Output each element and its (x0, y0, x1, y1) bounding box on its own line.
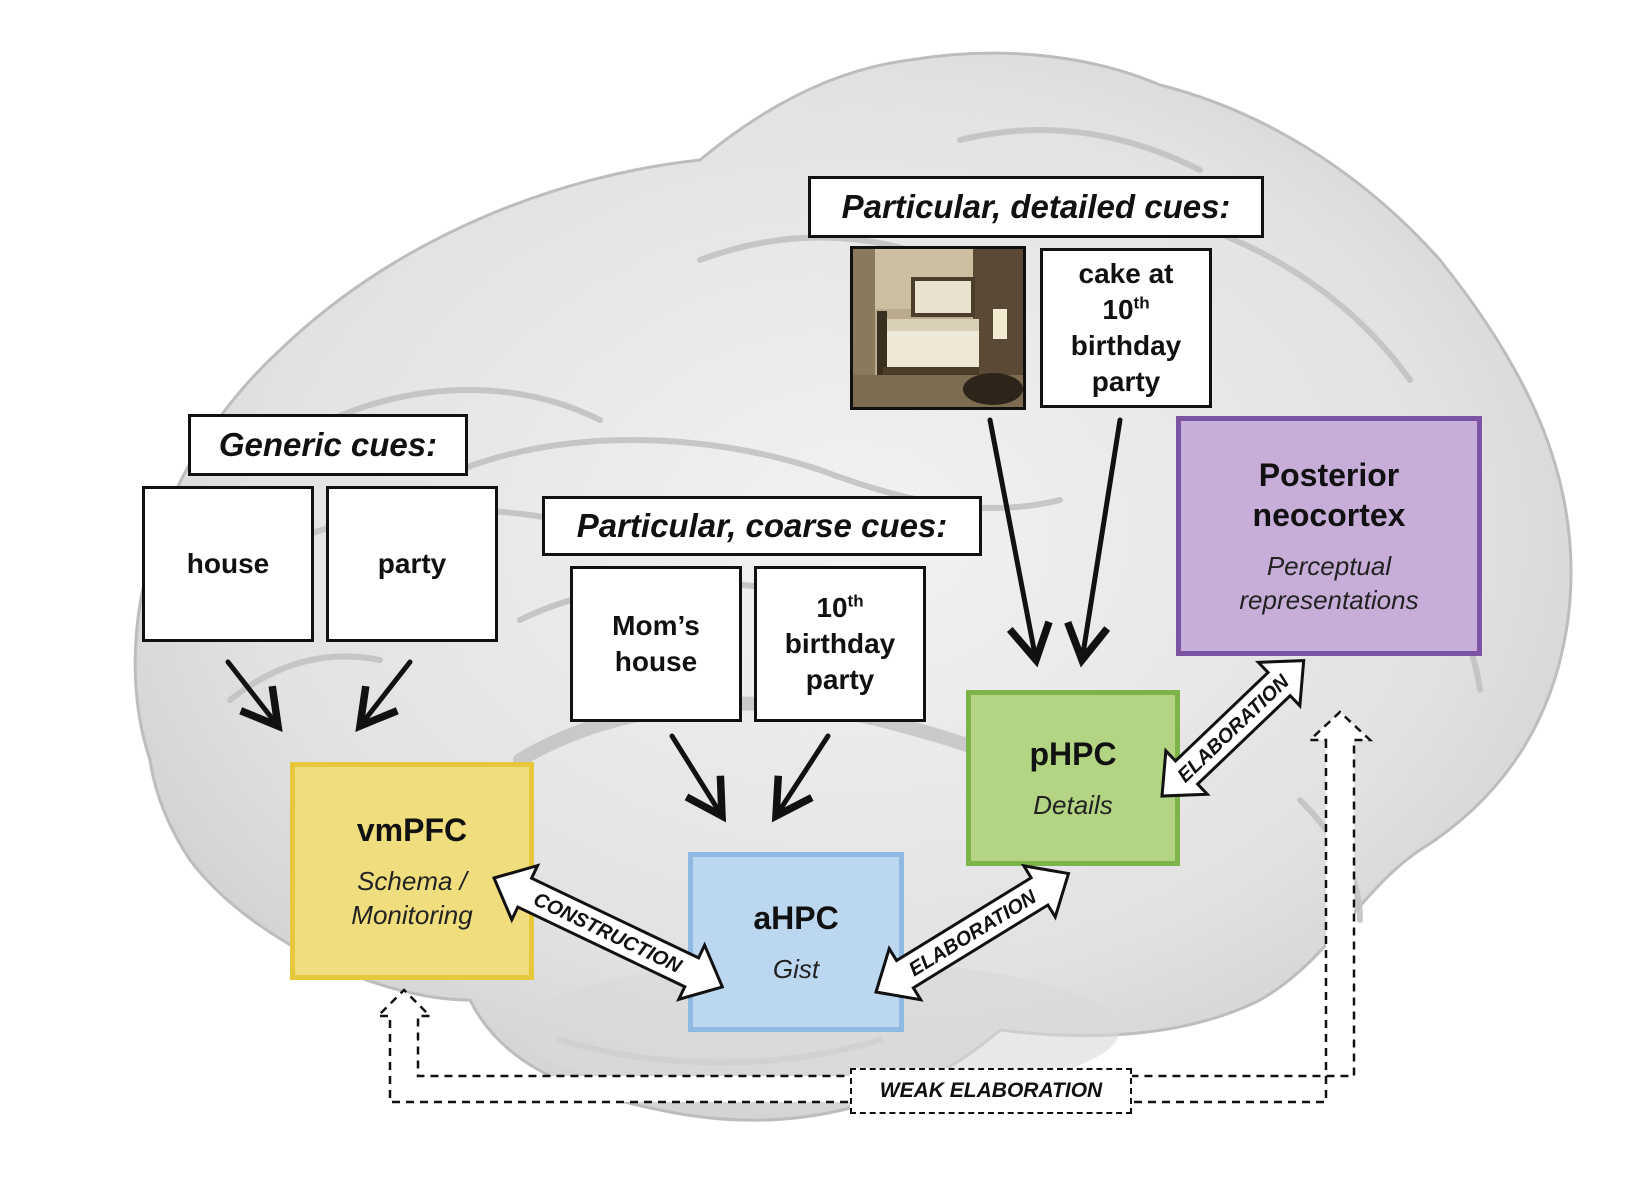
region-ahpc: aHPC Gist (688, 852, 904, 1032)
cue-10th-line3: party (805, 664, 875, 695)
vmpfc-desc: Schema / Monitoring (351, 866, 473, 930)
cue-moms-house: Mom’s house (570, 566, 742, 722)
cue-cake-line4: party (1091, 366, 1161, 397)
cue-cake-line1: cake at (1078, 258, 1174, 289)
cue-cake-line3: birthday (1070, 330, 1182, 361)
cue-cake-line2: 10th (1102, 293, 1150, 325)
cue-10th-line2: birthday (784, 628, 896, 659)
ahpc-name: aHPC (753, 900, 839, 936)
cue-party: party (326, 486, 498, 642)
region-posterior-neocortex: Posterior neocortex Perceptual represent… (1176, 416, 1482, 656)
pneo-desc: Perceptual representations (1239, 551, 1419, 615)
vmpfc-name: vmPFC (356, 812, 468, 848)
coarse-cues-title: Particular, coarse cues: (542, 496, 982, 556)
generic-cues-title: Generic cues: (188, 414, 468, 476)
bedroom-photo (850, 246, 1026, 410)
pneo-name: Posterior neocortex (1252, 457, 1406, 533)
bedroom-photo-image (853, 249, 1023, 407)
phpc-desc: Details (1033, 790, 1113, 820)
cue-party-label: party (377, 548, 447, 579)
cue-10th-line1: 10th (816, 591, 864, 623)
region-phpc: pHPC Details (966, 690, 1180, 866)
cue-moms-house-line2: house (614, 646, 698, 677)
cue-house: house (142, 486, 314, 642)
cue-cake-at-10th-birthday-party: cake at 10th birthday party (1040, 248, 1212, 408)
cue-10th-birthday-party: 10th birthday party (754, 566, 926, 722)
cue-house-label: house (186, 548, 270, 579)
phpc-name: pHPC (1029, 736, 1117, 772)
region-vmpfc: vmPFC Schema / Monitoring (290, 762, 534, 980)
cue-moms-house-line1: Mom’s (612, 610, 700, 641)
detailed-cues-title: Particular, detailed cues: (808, 176, 1264, 238)
weak-elaboration-label: WEAK ELABORATION (850, 1068, 1132, 1114)
ahpc-desc: Gist (772, 954, 820, 984)
